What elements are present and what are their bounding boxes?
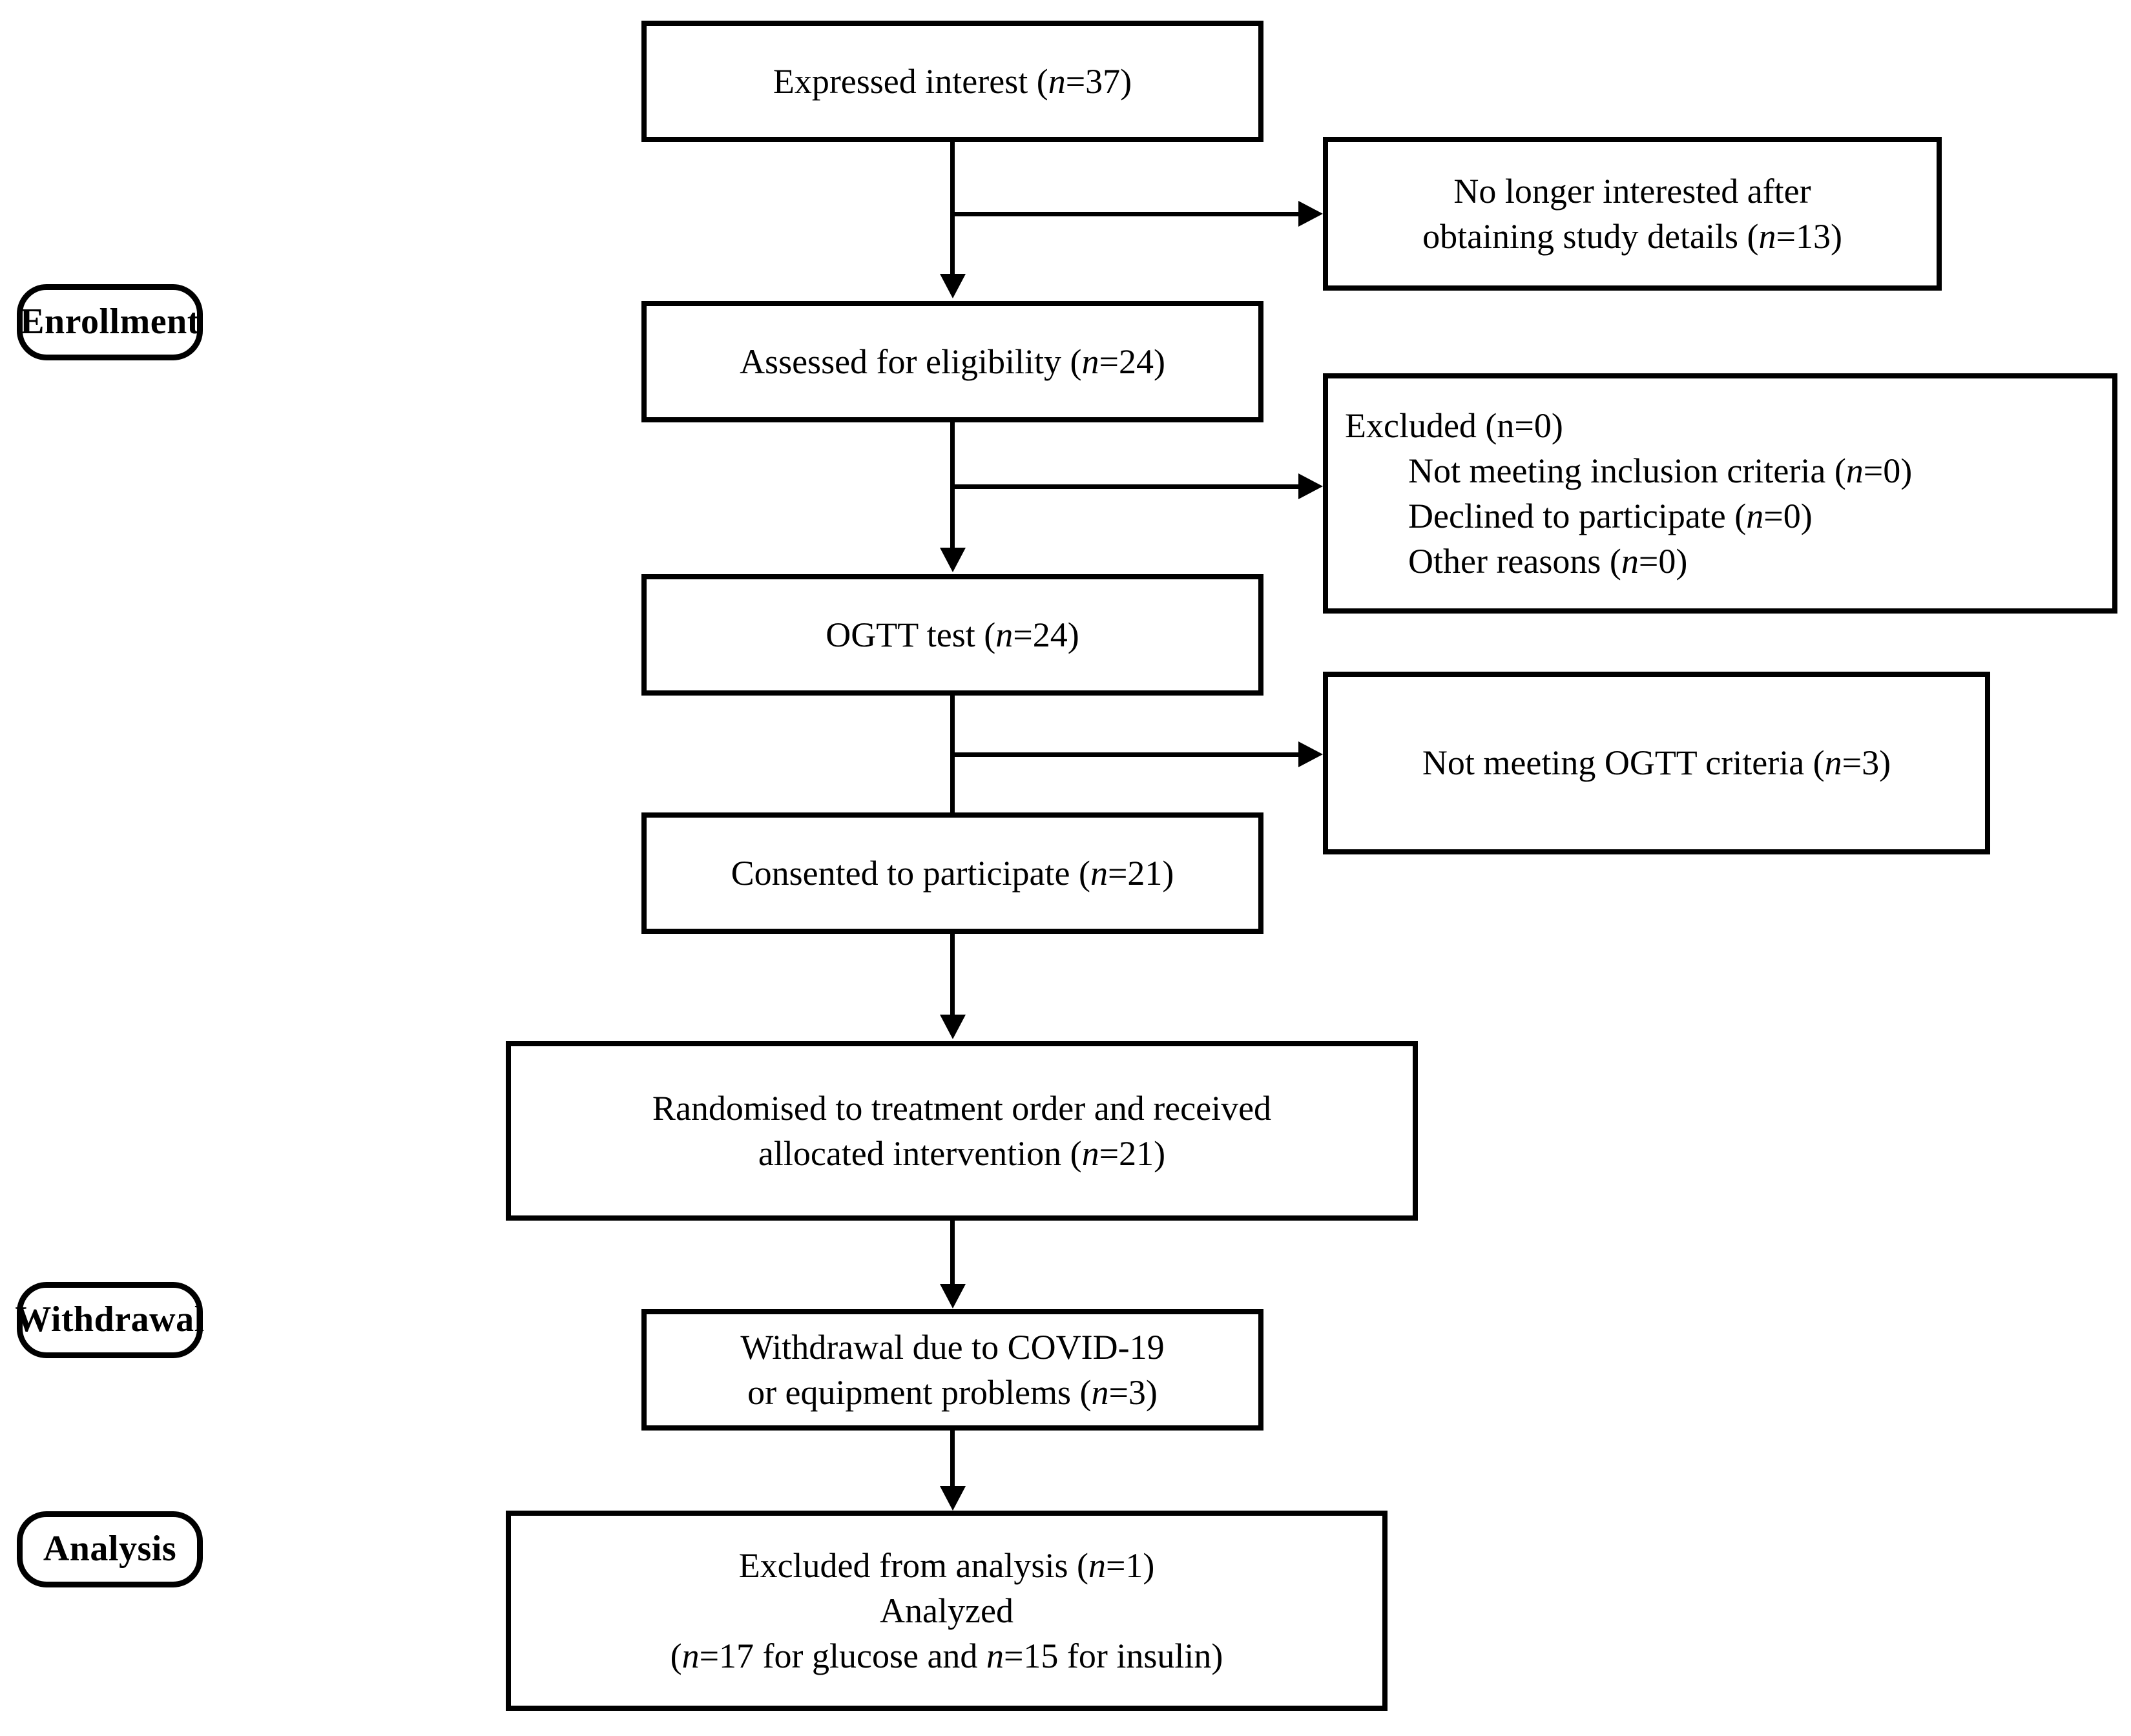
withdrawal-covid-line1: Withdrawal due to COVID-19	[740, 1327, 1165, 1367]
not-meeting-ogtt-n-symbol: n	[1824, 743, 1842, 783]
stage-label-enrollment-text: Enrollment	[20, 302, 200, 342]
assessed-eligibility-pre: Assessed for eligibility (	[740, 342, 1082, 381]
excluded-item-2: Other reasons (n=0)	[1345, 539, 2103, 584]
consented-pre: Consented to participate (	[731, 853, 1090, 893]
analysis-line1-n-symbol: n	[1088, 1545, 1106, 1585]
connector-trunk-4	[950, 934, 955, 1017]
connector-arrowhead-6	[940, 1486, 966, 1511]
flow-box-randomised: Randomised to treatment order and receiv…	[506, 1041, 1418, 1221]
withdrawal-covid-line2-pre: or equipment problems (	[747, 1373, 1092, 1412]
withdrawal-covid-n-symbol: n	[1091, 1373, 1109, 1412]
flow-box-expressed-interest: Expressed interest (n=37)	[641, 21, 1263, 142]
flow-box-ogtt-test-text: OGTT test (n=24)	[656, 612, 1249, 657]
no-longer-interested-line2: obtaining study details (n=13)	[1337, 214, 1928, 259]
randomised-line2: allocated intervention (n=21)	[520, 1131, 1404, 1176]
connector-arrowhead-5	[940, 1284, 966, 1308]
randomised-line2-post: =21)	[1099, 1134, 1166, 1173]
ogtt-test-post: =24)	[1013, 615, 1079, 654]
excluded-item-1-n-symbol: n	[1746, 497, 1764, 535]
not-meeting-ogtt-pre: Not meeting OGTT criteria (	[1422, 743, 1825, 783]
flow-box-assessed-eligibility-text: Assessed for eligibility (n=24)	[656, 339, 1249, 384]
side-box-not-meeting-ogtt: Not meeting OGTT criteria (n=3)	[1323, 672, 1990, 854]
no-longer-interested-n-symbol: n	[1758, 217, 1776, 256]
excluded-item-0-pre: Not meeting inclusion criteria (	[1408, 451, 1846, 490]
no-longer-interested-line1: No longer interested after	[1453, 171, 1811, 211]
flow-box-withdrawal-covid-text: Withdrawal due to COVID-19 or equipment …	[656, 1325, 1249, 1415]
assessed-eligibility-n-symbol: n	[1081, 342, 1099, 381]
analysis-line1: Excluded from analysis (n=1)	[520, 1543, 1373, 1588]
side-box-excluded-text: Excluded (n=0) Not meeting inclusion cri…	[1345, 403, 2103, 584]
excluded-item-0-post: =0)	[1863, 451, 1913, 490]
excluded-item-1-post: =0)	[1763, 497, 1813, 535]
stage-label-enrollment: Enrollment	[17, 284, 203, 360]
connector-arrowhead-branch-3	[1298, 741, 1323, 767]
expressed-interest-post: =37)	[1065, 61, 1132, 101]
flow-box-analysis: Excluded from analysis (n=1) Analyzed (n…	[506, 1511, 1388, 1711]
stage-label-analysis: Analysis	[17, 1511, 203, 1587]
no-longer-interested-line2-post: =13)	[1776, 217, 1842, 256]
flow-box-consented: Consented to participate (n=21)	[641, 812, 1263, 934]
analysis-line3-a: (	[670, 1637, 682, 1676]
connector-trunk-6	[950, 1431, 955, 1487]
analysis-line1-pre: Excluded from analysis (	[738, 1545, 1088, 1585]
expressed-interest-pre: Expressed interest (	[773, 61, 1048, 101]
excluded-item-0-n-symbol: n	[1845, 451, 1864, 490]
randomised-line2-pre: allocated intervention (	[758, 1134, 1082, 1173]
connector-trunk-1	[950, 142, 955, 276]
connector-arrowhead-1	[940, 274, 966, 298]
connector-branch-2	[950, 484, 1310, 489]
excluded-item-2-n-symbol: n	[1621, 542, 1639, 581]
flow-box-analysis-text: Excluded from analysis (n=1) Analyzed (n…	[520, 1543, 1373, 1679]
consented-n-symbol: n	[1090, 853, 1108, 893]
analysis-line3: (n=17 for glucose and n=15 for insulin)	[520, 1633, 1373, 1679]
stage-label-analysis-text: Analysis	[43, 1529, 177, 1569]
connector-branch-1	[950, 212, 1310, 216]
connector-arrowhead-2	[940, 548, 966, 572]
flow-box-consented-text: Consented to participate (n=21)	[656, 851, 1249, 896]
side-box-excluded: Excluded (n=0) Not meeting inclusion cri…	[1323, 373, 2117, 614]
assessed-eligibility-post: =24)	[1099, 342, 1165, 381]
withdrawal-covid-line2: or equipment problems (n=3)	[656, 1370, 1249, 1415]
excluded-item-1: Declined to participate (n=0)	[1345, 493, 2103, 539]
flow-box-ogtt-test: OGTT test (n=24)	[641, 574, 1263, 696]
analysis-line3-b: =17 for glucose and	[699, 1637, 986, 1676]
connector-arrowhead-branch-2	[1298, 473, 1323, 499]
ogtt-test-n-symbol: n	[995, 615, 1014, 654]
analysis-line2: Analyzed	[880, 1591, 1014, 1630]
ogtt-test-pre: OGTT test (	[826, 615, 996, 654]
excluded-item-1-pre: Declined to participate (	[1408, 497, 1747, 535]
flow-box-expressed-interest-text: Expressed interest (n=37)	[656, 59, 1249, 104]
excluded-item-2-pre: Other reasons (	[1408, 542, 1621, 581]
stage-label-withdrawal-text: Withdrawal	[15, 1299, 205, 1340]
not-meeting-ogtt-post: =3)	[1842, 743, 1891, 783]
expressed-interest-n-symbol: n	[1048, 61, 1066, 101]
excluded-header: Excluded (n=0)	[1345, 406, 1563, 445]
analysis-line3-n-symbol-1: n	[681, 1637, 700, 1676]
connector-branch-3	[950, 752, 1310, 757]
withdrawal-covid-line2-post: =3)	[1108, 1373, 1158, 1412]
connector-arrowhead-4	[940, 1015, 966, 1039]
excluded-item-0: Not meeting inclusion criteria (n=0)	[1345, 448, 2103, 493]
excluded-item-2-post: =0)	[1638, 542, 1688, 581]
connector-trunk-5	[950, 1221, 955, 1285]
side-box-no-longer-interested-text: No longer interested after obtaining stu…	[1337, 169, 1928, 259]
side-box-no-longer-interested: No longer interested after obtaining stu…	[1323, 137, 1942, 291]
randomised-line1: Randomised to treatment order and receiv…	[652, 1088, 1272, 1128]
analysis-line1-post: =1)	[1105, 1545, 1155, 1585]
connector-arrowhead-branch-1	[1298, 201, 1323, 227]
flow-box-randomised-text: Randomised to treatment order and receiv…	[520, 1086, 1404, 1176]
no-longer-interested-line2-pre: obtaining study details (	[1422, 217, 1759, 256]
consented-post: =21)	[1107, 853, 1174, 893]
analysis-line3-c: =15 for insulin)	[1003, 1637, 1223, 1676]
analysis-line3-n-symbol-2: n	[986, 1637, 1004, 1676]
flow-box-assessed-eligibility: Assessed for eligibility (n=24)	[641, 301, 1263, 422]
side-box-not-meeting-ogtt-text: Not meeting OGTT criteria (n=3)	[1337, 740, 1976, 785]
stage-label-withdrawal: Withdrawal	[15, 1282, 205, 1358]
flow-box-withdrawal-covid: Withdrawal due to COVID-19 or equipment …	[641, 1309, 1263, 1431]
randomised-n-symbol: n	[1081, 1134, 1099, 1173]
